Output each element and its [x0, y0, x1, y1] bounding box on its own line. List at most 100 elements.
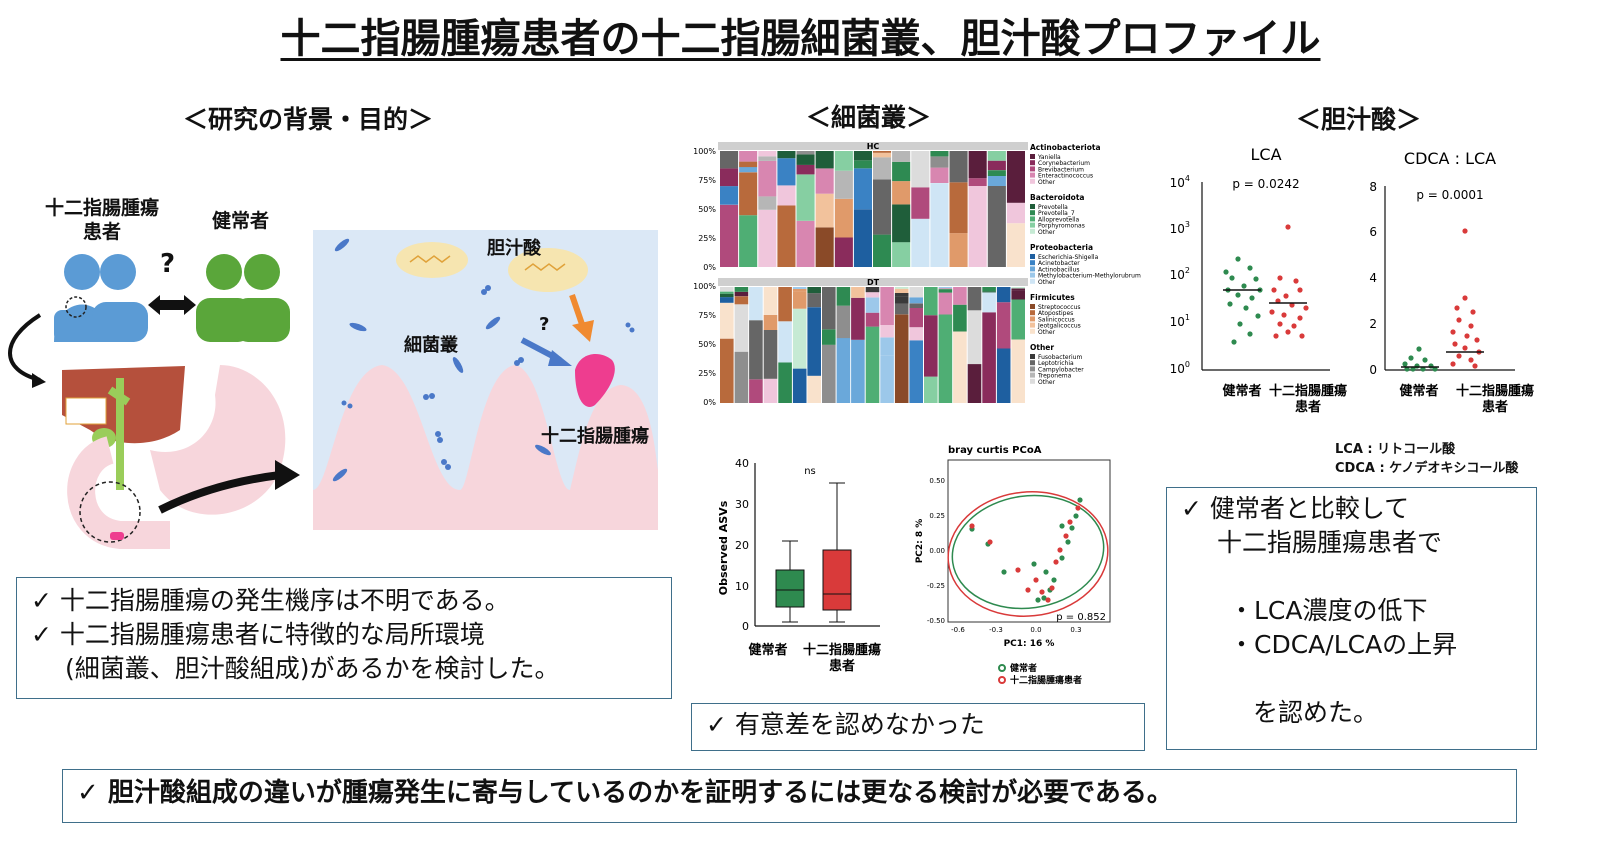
data-point — [1452, 341, 1458, 347]
stacked-bar-segment — [720, 293, 734, 298]
data-point — [1235, 256, 1241, 262]
stacked-bar-segment — [815, 168, 834, 194]
legend-item-label: Prevotella_7 — [1038, 210, 1075, 217]
bile-acid-label: 胆汁酸 — [487, 238, 541, 259]
stacked-bar-segment — [865, 297, 880, 313]
svg-text:十二指腸腫瘍患者: 十二指腸腫瘍患者 — [1010, 674, 1082, 686]
data-point — [1285, 224, 1291, 230]
patient-label: 十二指腸腫瘍 患者 — [44, 197, 159, 243]
stacked-bar-segment — [938, 314, 953, 403]
legend-swatch — [1030, 210, 1035, 216]
svg-text:PC2: 8 %: PC2: 8 % — [915, 519, 925, 564]
stacked-bar-segment — [720, 204, 739, 267]
svg-text:75%: 75% — [698, 311, 716, 320]
question-mark: ? — [160, 249, 176, 279]
stacked-bar-segment — [953, 304, 967, 332]
legend-item-label: Actinobacillus — [1038, 266, 1080, 273]
stacked-bar-segment — [763, 287, 778, 315]
legend-group-label: Actinobacteriota — [1030, 143, 1101, 152]
data-point — [1247, 265, 1253, 271]
svg-text:0: 0 — [742, 620, 749, 633]
stacked-bar-segment — [836, 338, 851, 403]
stacked-legend: ActinobacteriotaYaniellaCorynebacteriumB… — [1030, 143, 1141, 386]
stacked-bar-segment — [911, 187, 930, 219]
hc-label: HC — [867, 142, 880, 151]
curved-arrow-icon — [8, 313, 42, 382]
legend-item-label: Other — [1038, 279, 1056, 286]
lca-points — [1223, 224, 1309, 345]
data-point — [1285, 329, 1291, 335]
stacked-bar-segment — [739, 172, 758, 216]
legend-group-label: Firmicutes — [1030, 293, 1075, 302]
stacked-bar-segment — [851, 339, 865, 403]
stacked-bar-segment — [938, 288, 953, 290]
svg-text:100%: 100% — [693, 147, 716, 156]
legend-swatch — [1030, 278, 1035, 284]
stacked-bar-segment — [894, 303, 909, 315]
stacked-bar-segment — [851, 287, 865, 298]
data-point — [1075, 505, 1081, 511]
stacked-bar-segment — [720, 302, 734, 339]
stacked-bar-segment — [815, 193, 834, 228]
svg-text:103: 103 — [1170, 220, 1190, 236]
stacked-bar-segment — [892, 181, 911, 205]
stacked-bar-segment — [734, 351, 749, 403]
data-point — [1001, 569, 1007, 575]
legend-group-label: Bacteroidota — [1030, 193, 1085, 202]
data-point — [1253, 276, 1259, 282]
data-point — [1247, 331, 1253, 337]
svg-text:PC1: 16 %: PC1: 16 % — [1004, 639, 1055, 649]
data-point — [1057, 547, 1063, 553]
dt-bars — [720, 287, 1025, 403]
stacked-bar-segment — [758, 151, 777, 157]
stacked-bar-segment — [720, 338, 734, 403]
svg-text:0%: 0% — [703, 263, 716, 272]
stacked-bar-segment — [853, 151, 872, 161]
legend-swatch — [1030, 328, 1035, 334]
svg-text:25%: 25% — [698, 234, 716, 243]
legend-group-label: Proteobacteria — [1030, 243, 1093, 252]
svg-text:0.25: 0.25 — [929, 512, 945, 520]
legend-item-label: Other — [1038, 229, 1056, 236]
data-point — [1462, 228, 1468, 234]
stacked-bar-segment — [1006, 223, 1025, 267]
data-point — [1277, 275, 1283, 281]
stacked-bar-segment — [739, 215, 758, 267]
data-point — [1227, 301, 1233, 307]
data-point — [1015, 567, 1021, 573]
stacked-bar-segment — [909, 327, 923, 341]
svg-text:0.0: 0.0 — [1030, 626, 1041, 634]
stacked-bar-segment — [1011, 290, 1025, 300]
stacked-bar-segment — [880, 355, 894, 403]
legend-swatch — [1030, 172, 1035, 178]
legend-swatch — [1030, 372, 1035, 378]
stacked-bar-segment — [865, 326, 880, 403]
stacked-bar-segment — [967, 364, 982, 403]
svg-text:p = 0.0242: p = 0.0242 — [1232, 177, 1299, 191]
data-point — [1243, 305, 1249, 311]
stacked-bar-segment — [815, 151, 834, 169]
data-point — [1031, 561, 1037, 567]
svg-text:100: 100 — [1170, 360, 1190, 376]
stacked-bar-segment — [777, 158, 796, 186]
stacked-bar-segment — [996, 287, 1011, 303]
stacked-bar-segment — [996, 302, 1011, 349]
data-point — [1416, 346, 1422, 352]
legend-swatch — [1030, 160, 1035, 166]
data-point — [1035, 597, 1041, 603]
stacked-bar-segment — [873, 151, 892, 153]
stacked-bar-segment — [930, 167, 949, 183]
stacked-bar-segment — [949, 233, 968, 267]
stacked-bar-segment — [796, 174, 815, 221]
stacked-bar-segment — [720, 151, 739, 169]
stacked-bar-segment — [987, 160, 1006, 171]
pcoa-points — [969, 497, 1083, 603]
svg-text:p = 0.0001: p = 0.0001 — [1416, 188, 1483, 202]
stacked-bar-segment — [758, 196, 777, 210]
stacked-bar-segment — [949, 182, 968, 234]
legend-item-label: Alloprevotella — [1038, 216, 1080, 223]
stacked-bar-segment — [982, 287, 996, 292]
stacked-bar-segment — [982, 312, 996, 403]
stacked-bar-segment — [796, 154, 815, 165]
boxplot-tumor-box — [822, 482, 852, 623]
